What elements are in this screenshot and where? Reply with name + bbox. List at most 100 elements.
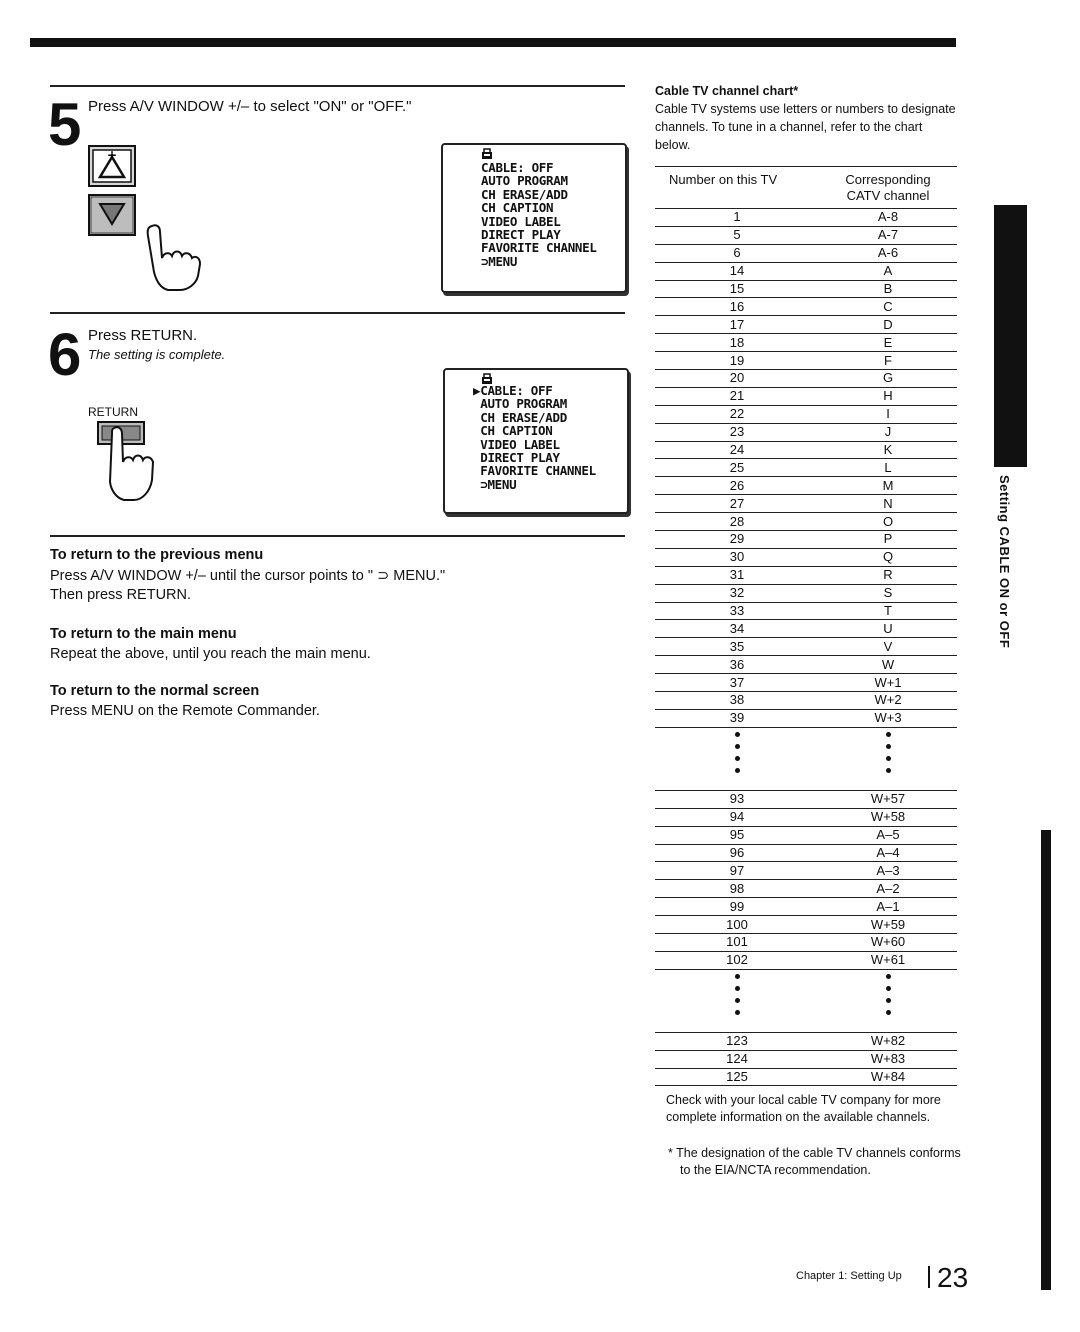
- prev-menu-heading: To return to the previous menu: [50, 547, 264, 563]
- catv-channel-cell: O: [819, 512, 957, 532]
- catv-channel-cell: M: [819, 476, 957, 496]
- prev-menu-body-1: Press A/V WINDOW +/– until the cursor po…: [50, 568, 446, 584]
- divider: [50, 535, 625, 537]
- tv-number-cell: 26: [655, 476, 819, 496]
- catv-channel-cell: W+59: [819, 915, 957, 934]
- catv-channel-cell: W+58: [819, 808, 957, 827]
- minus-button-icon: [88, 194, 140, 240]
- tv-number-cell: 102: [655, 951, 819, 970]
- catv-channel-cell: T: [819, 602, 957, 621]
- tv-number-cell: 38: [655, 691, 819, 710]
- chart-footnote: * The designation of the cable TV channe…: [668, 1146, 961, 1177]
- catv-channel-cell: W+60: [819, 933, 957, 952]
- tv-number-cell: 101: [655, 933, 819, 952]
- col-header-catv-line2: CATV channel: [846, 188, 930, 203]
- catv-channel-cell: K: [819, 441, 957, 460]
- catv-channel-cell: V: [819, 637, 957, 657]
- tv-number-cell: 93: [655, 790, 819, 809]
- tv-number-cell: 6: [655, 244, 819, 263]
- step-number-6: 6: [48, 321, 82, 388]
- tv-number-cell: 100: [655, 915, 819, 934]
- step6-text: Press RETURN.: [88, 327, 198, 344]
- tv-number-cell: 24: [655, 441, 819, 460]
- catv-channel-cell: P: [819, 530, 957, 549]
- tv-number-cell: 94: [655, 808, 819, 827]
- catv-channel-cell: F: [819, 351, 957, 371]
- catv-channel-cell: W+57: [819, 790, 957, 809]
- ellipsis-dots: [819, 727, 957, 791]
- cable-menu-icon: [481, 372, 493, 384]
- osd-screen-cable-setting: CABLE: OFF AUTO PROGRAM CH ERASE/ADD CH …: [441, 143, 627, 293]
- tv-number-cell: 35: [655, 637, 819, 657]
- catv-channel-cell: L: [819, 458, 957, 478]
- tv-number-cell: 98: [655, 879, 819, 899]
- tv-number-cell: 96: [655, 844, 819, 863]
- catv-channel-cell: A–3: [819, 861, 957, 881]
- tv-number-cell: 5: [655, 226, 819, 245]
- ellipsis-dots: [655, 969, 819, 1033]
- tv-number-cell: 18: [655, 333, 819, 353]
- catv-channel-cell: G: [819, 369, 957, 388]
- chart-intro: Cable TV systems use letters or numbers …: [655, 102, 956, 152]
- catv-channel-cell: I: [819, 405, 957, 424]
- ellipsis-dots: [655, 727, 819, 791]
- catv-channel-cell: A–2: [819, 879, 957, 899]
- catv-channel-cell: J: [819, 423, 957, 442]
- return-button-hand-icon: [96, 420, 166, 505]
- tv-number-cell: 31: [655, 566, 819, 585]
- catv-channel-cell: E: [819, 333, 957, 353]
- tv-number-cell: 25: [655, 458, 819, 478]
- tv-number-cell: 125: [655, 1068, 819, 1087]
- tv-number-cell: 123: [655, 1032, 819, 1051]
- catv-channel-cell: W: [819, 655, 957, 675]
- tv-number-cell: 23: [655, 423, 819, 442]
- main-menu-heading: To return to the main menu: [50, 626, 237, 642]
- tv-number-cell: 34: [655, 619, 819, 639]
- catv-channel-cell: D: [819, 315, 957, 335]
- tv-number-cell: 27: [655, 494, 819, 514]
- catv-channel-cell: A-8: [819, 208, 957, 227]
- col-header-catv-line1: Corresponding: [845, 172, 931, 187]
- plus-button-icon: +: [88, 145, 136, 187]
- tv-number-cell: 14: [655, 262, 819, 281]
- catv-channel-cell: A–1: [819, 897, 957, 917]
- ellipsis-dots: [819, 969, 957, 1033]
- catv-channel-cell: S: [819, 584, 957, 603]
- catv-channel-cell: W+84: [819, 1068, 957, 1087]
- divider: [50, 85, 625, 87]
- tv-number-cell: 1: [655, 208, 819, 227]
- catv-channel-cell: H: [819, 387, 957, 406]
- tv-number-cell: 17: [655, 315, 819, 335]
- chart-title: Cable TV channel chart*: [655, 84, 799, 98]
- step-number-5: 5: [48, 91, 82, 158]
- catv-channel-cell: A–4: [819, 844, 957, 863]
- catv-channel-cell: A-6: [819, 244, 957, 263]
- tv-number-cell: 124: [655, 1050, 819, 1069]
